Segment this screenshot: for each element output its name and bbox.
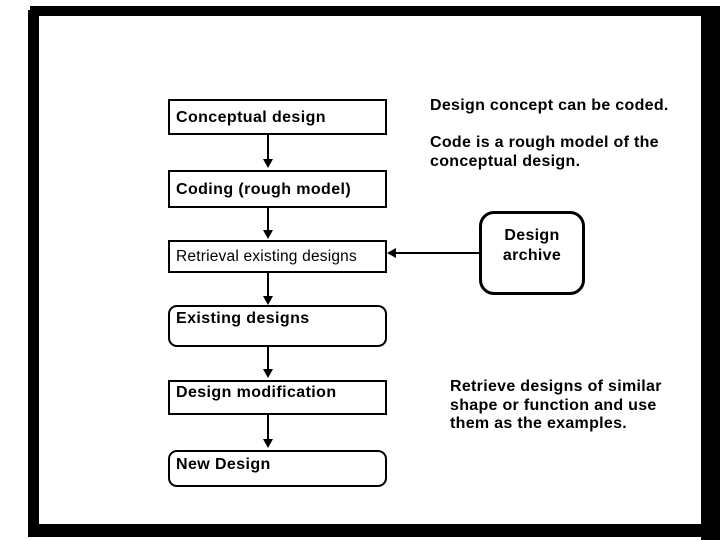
arrow-left-icon xyxy=(387,248,396,258)
frame-left-bar xyxy=(28,10,39,537)
flow-box-label: Retrieval existing designs xyxy=(176,248,357,265)
arrow-down-icon xyxy=(263,439,273,448)
arrow-line xyxy=(267,208,269,231)
frame-right-bar xyxy=(701,6,720,540)
flow-box-design-modification: Design modification xyxy=(168,380,387,415)
arrow-down-icon xyxy=(263,159,273,168)
flow-box-label: Design modification xyxy=(176,384,337,401)
flow-box-new-design: New Design xyxy=(168,450,387,487)
annotation-note-retrieve: Retrieve designs of similar shape or fun… xyxy=(450,378,662,433)
arrow-line xyxy=(267,135,269,160)
flow-box-retrieval-existing-designs: Retrieval existing designs xyxy=(168,240,387,273)
arrow-down-icon xyxy=(263,230,273,239)
flow-box-label: Coding (rough model) xyxy=(176,180,352,198)
arrow-line xyxy=(396,252,480,254)
annotation-note-coded: Design concept can be coded. xyxy=(430,97,669,114)
arrow-line xyxy=(267,273,269,297)
flow-box-label: Conceptual design xyxy=(176,108,326,126)
frame-bottom-bar xyxy=(28,524,720,537)
arrow-line xyxy=(267,415,269,440)
flow-box-design-archive: Design archive xyxy=(479,211,585,295)
flow-box-label: New Design xyxy=(176,456,271,473)
flow-box-label: Existing designs xyxy=(176,310,310,327)
arrow-down-icon xyxy=(263,369,273,378)
flow-box-existing-designs: Existing designs xyxy=(168,305,387,347)
flow-box-coding-rough-model: Coding (rough model) xyxy=(168,170,387,208)
frame-top-bar xyxy=(30,6,720,16)
flow-box-conceptual-design: Conceptual design xyxy=(168,99,387,135)
annotation-note-rough-model: Code is a rough model of the conceptual … xyxy=(430,134,659,170)
arrow-down-icon xyxy=(263,296,273,305)
arrow-line xyxy=(267,347,269,370)
